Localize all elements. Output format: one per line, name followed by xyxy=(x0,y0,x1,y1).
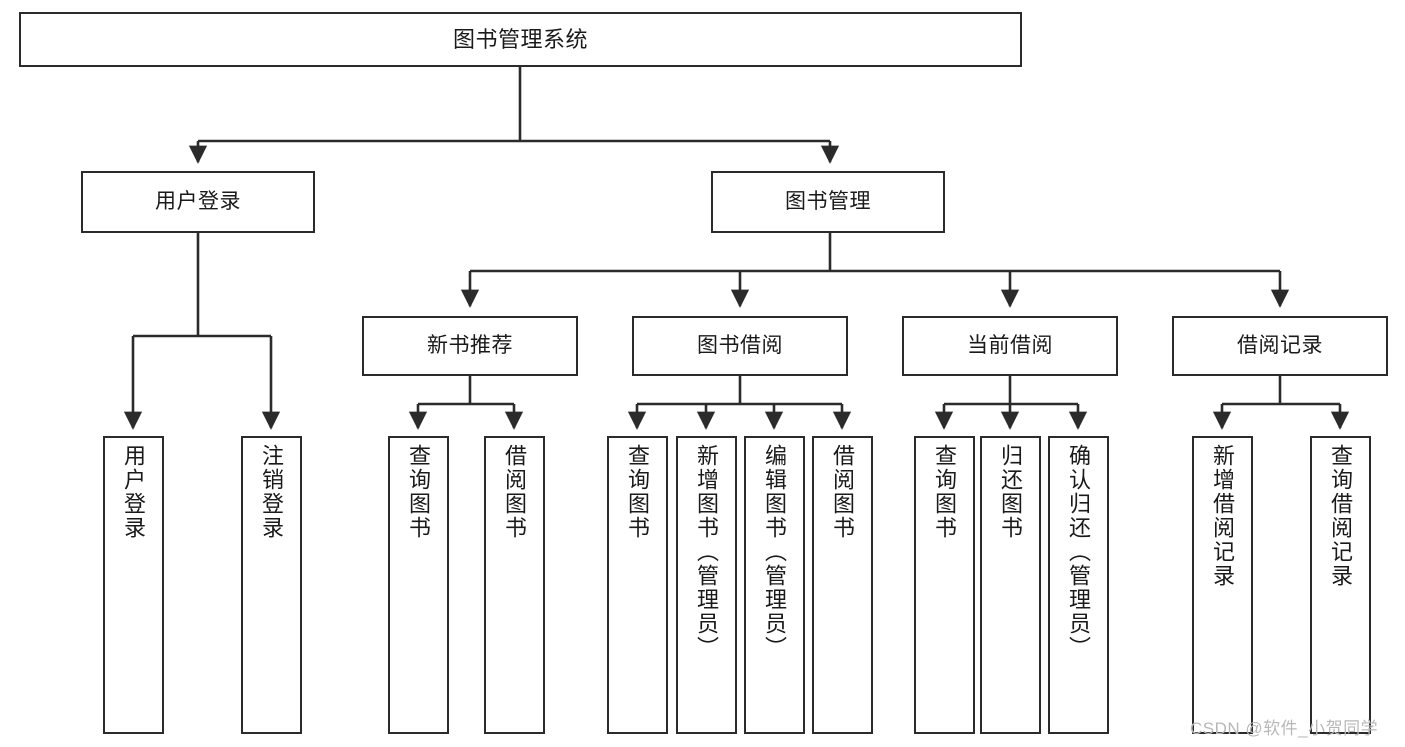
node-label: 归还图书 xyxy=(998,444,1024,540)
node-label: 当前借阅 xyxy=(967,333,1053,357)
leaf-borrow-book[interactable]: 借阅图书 xyxy=(812,436,873,734)
node-label: 确认归还（管理员） xyxy=(1066,444,1092,660)
leaf-add-borrow-record[interactable]: 新增借阅记录 xyxy=(1192,436,1253,734)
leaf-query-book-current[interactable]: 查询图书 xyxy=(914,436,975,734)
leaf-query-book-recommend[interactable]: 查询图书 xyxy=(388,436,449,734)
leaf-return-book[interactable]: 归还图书 xyxy=(980,436,1041,734)
node-borrow-record[interactable]: 借阅记录 xyxy=(1172,316,1388,376)
node-label: 用户登录 xyxy=(155,189,241,213)
node-new-book-recommend[interactable]: 新书推荐 xyxy=(362,316,578,376)
node-label: 图书管理 xyxy=(785,189,871,213)
node-label: 查询借阅记录 xyxy=(1328,444,1354,588)
node-label: 新书推荐 xyxy=(427,333,513,357)
node-label: 新增图书（管理员） xyxy=(694,444,720,660)
leaf-add-book-admin[interactable]: 新增图书（管理员） xyxy=(676,436,737,734)
node-label: 查询图书 xyxy=(625,444,651,540)
node-label: 图书借阅 xyxy=(697,333,783,357)
node-label: 用户登录 xyxy=(121,444,147,540)
node-label: 借阅图书 xyxy=(830,444,856,540)
leaf-query-borrow-record[interactable]: 查询借阅记录 xyxy=(1310,436,1371,734)
node-label: 新增借阅记录 xyxy=(1210,444,1236,588)
node-label: 借阅图书 xyxy=(502,444,528,540)
leaf-confirm-return-admin[interactable]: 确认归还（管理员） xyxy=(1048,436,1109,734)
leaf-borrow-book-recommend[interactable]: 借阅图书 xyxy=(484,436,545,734)
node-label: 编辑图书（管理员） xyxy=(762,444,788,660)
node-label: 借阅记录 xyxy=(1237,333,1323,357)
node-label: 图书管理系统 xyxy=(452,26,588,52)
node-current-borrow[interactable]: 当前借阅 xyxy=(902,316,1118,376)
node-book-borrow[interactable]: 图书借阅 xyxy=(632,316,848,376)
node-label: 查询图书 xyxy=(406,444,432,540)
leaf-query-book-borrow[interactable]: 查询图书 xyxy=(607,436,668,734)
leaf-user-login[interactable]: 用户登录 xyxy=(103,436,164,734)
csdn-watermark: CSDN @软件_小贺同学 xyxy=(1190,719,1379,738)
node-label: 注销登录 xyxy=(259,444,285,540)
node-root-system[interactable]: 图书管理系统 xyxy=(19,12,1022,67)
node-book-manage[interactable]: 图书管理 xyxy=(711,171,945,233)
leaf-user-logout[interactable]: 注销登录 xyxy=(241,436,302,734)
node-label: 查询图书 xyxy=(932,444,958,540)
node-user-login[interactable]: 用户登录 xyxy=(81,171,315,233)
leaf-edit-book-admin[interactable]: 编辑图书（管理员） xyxy=(744,436,805,734)
